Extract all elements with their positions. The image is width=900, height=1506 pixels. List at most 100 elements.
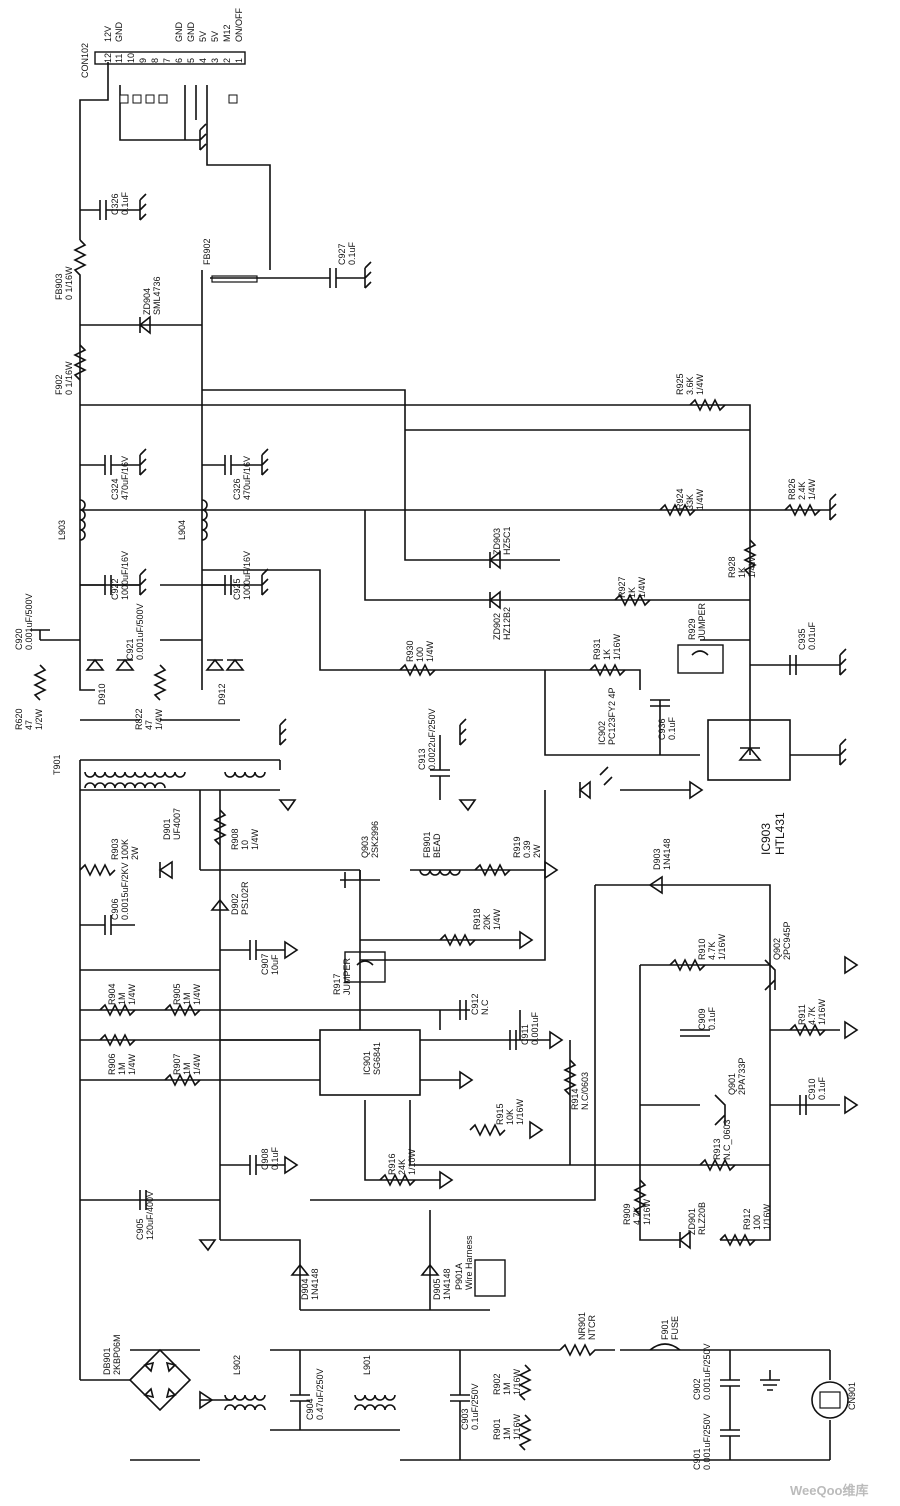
- label-fb901-1: BEAD: [432, 833, 442, 858]
- resistor-r918: [439, 933, 476, 947]
- primary-ground-icon: [284, 940, 299, 960]
- capacitor-c907: [220, 940, 285, 960]
- resistor-r908: [213, 809, 227, 846]
- capacitor-c903: [450, 1350, 470, 1460]
- label-r906-0: R906: [107, 1053, 117, 1075]
- capacitor-c920: [30, 629, 50, 640]
- primary-ground-icon: [199, 1390, 214, 1410]
- capacitor-c912: [459, 1000, 467, 1020]
- label-c906-1: 0.0015uF/2KV: [120, 862, 130, 920]
- label-r904-0: R904: [107, 983, 117, 1005]
- primary-ground-icon: [519, 930, 534, 950]
- label-r902-2: 1/16W: [512, 1368, 522, 1395]
- label-l903-0: L903: [57, 520, 67, 540]
- label-r927-1: 1K: [627, 587, 637, 598]
- label-fb901-0: FB901: [422, 831, 432, 858]
- label-ic901-0: IC901: [362, 1051, 372, 1075]
- capacitor-c326: [80, 200, 140, 220]
- connector-pin-pad: [145, 94, 155, 104]
- label-r925-2: 1/4W: [695, 373, 705, 395]
- label-r901-1: 1M: [502, 1427, 512, 1440]
- bjt-q902-leads: [764, 959, 776, 991]
- primary-ground-icon: [284, 1155, 299, 1175]
- label-r912-0: R912: [742, 1208, 752, 1230]
- label-r903-1: 100K: [120, 839, 130, 860]
- label-c903-0: C903: [460, 1408, 470, 1430]
- label-r903-2: 2W: [130, 846, 140, 860]
- label-c326-1: 0.1uF: [120, 191, 130, 215]
- connector-pin-pad: [119, 94, 129, 104]
- label-c326b-1: 470uF/16V: [242, 456, 252, 500]
- capacitor-c935: [789, 655, 797, 675]
- label-d902-1: PS102R: [240, 881, 250, 915]
- capacitor-c909: [680, 1029, 710, 1037]
- label-r906-1: 1M: [117, 1062, 127, 1075]
- label-r915-0: R915: [495, 1103, 505, 1125]
- pin-number: 2: [222, 58, 232, 63]
- label-ic903-1: HTL431: [773, 812, 787, 855]
- label-r914-1: N.C/0603: [580, 1072, 590, 1110]
- label-r918-2: 1/4W: [492, 908, 502, 930]
- label-r822-2: 1/4W: [154, 708, 164, 730]
- label-r924-0: R924: [675, 488, 685, 510]
- label-r620-1: 47: [24, 720, 34, 730]
- label-c909-0: C909: [697, 1008, 707, 1030]
- chassis-ground-icon: [839, 648, 847, 676]
- chassis-ground-icon: [199, 123, 207, 151]
- label-f901-0: F901: [660, 1319, 670, 1340]
- capacitor-c901: [720, 1405, 740, 1460]
- label-p901-0: P901A: [454, 1263, 464, 1290]
- jumper-r929: [677, 644, 724, 674]
- label-r902-0: R902: [492, 1373, 502, 1395]
- label-c901-0: C901: [692, 1448, 702, 1470]
- label-r908-0: R908: [230, 828, 240, 850]
- primary-ground-icon: [459, 1070, 474, 1090]
- resistor-r924: [659, 503, 696, 517]
- label-r930-2: 1/4W: [425, 640, 435, 662]
- label-c921-1: 0.001uF/500V: [135, 603, 145, 660]
- transformer-t901-secondary: [84, 782, 166, 789]
- optocoupler-light-arrows: [599, 766, 613, 786]
- label-c925-1: 1000uF/16V: [242, 551, 252, 600]
- chassis-ground-icon: [261, 448, 269, 476]
- pin-number: 12: [103, 53, 113, 63]
- resistor-r928: [743, 539, 757, 576]
- watermark: WeeQoo维库: [790, 1483, 869, 1498]
- label-c920-0: C920: [14, 628, 24, 650]
- label-r620-0: R620: [14, 708, 24, 730]
- label-zd902-0: ZD902: [492, 613, 502, 640]
- diode-d912-a: [205, 658, 225, 671]
- label-c905-1: 120uF/400V: [145, 1191, 155, 1240]
- zener-zd902: [488, 590, 501, 610]
- label-d905-1: 1N4148: [442, 1268, 452, 1300]
- label-r915-2: 1/16W: [515, 1098, 525, 1125]
- label-r902-1: 1M: [502, 1382, 512, 1395]
- label-zd904-0: ZD904: [142, 288, 152, 315]
- label-fb902-0: FB902: [202, 238, 212, 265]
- zener-zd904: [138, 315, 151, 335]
- resistor-r904: [99, 1003, 136, 1017]
- label-c921-0: C921: [125, 638, 135, 660]
- zener-zd901: [678, 1230, 691, 1250]
- capacitor-c927: [329, 268, 365, 288]
- choke-l901: [354, 1394, 396, 1401]
- ic-ic901-body: [319, 1029, 421, 1096]
- choke-l902-b: [224, 1404, 266, 1411]
- capacitor-c326b: [202, 455, 262, 475]
- label-r909-2: 1/16W: [642, 1198, 652, 1225]
- pin-signal: 5V: [210, 31, 220, 42]
- label-r912-2: 1/16W: [762, 1203, 772, 1230]
- label-c901-1: 0.001uF/250V: [702, 1413, 712, 1470]
- label-c907-0: C907: [260, 953, 270, 975]
- label-c927-1: 0.1uF: [347, 241, 357, 265]
- resistor-r927: [614, 593, 651, 607]
- label-r931-0: R931: [592, 638, 602, 660]
- label-c905-0: C905: [135, 1218, 145, 1240]
- label-r909-0: R909: [622, 1203, 632, 1225]
- label-r913-0: R913: [712, 1138, 722, 1160]
- label-r826-2: 1/4W: [807, 478, 817, 500]
- connector-ref: CON102: [80, 43, 90, 78]
- bridge-rectifier-diodes: [143, 1361, 177, 1399]
- resistor-r930: [399, 663, 436, 677]
- label-r916-0: R916: [387, 1153, 397, 1175]
